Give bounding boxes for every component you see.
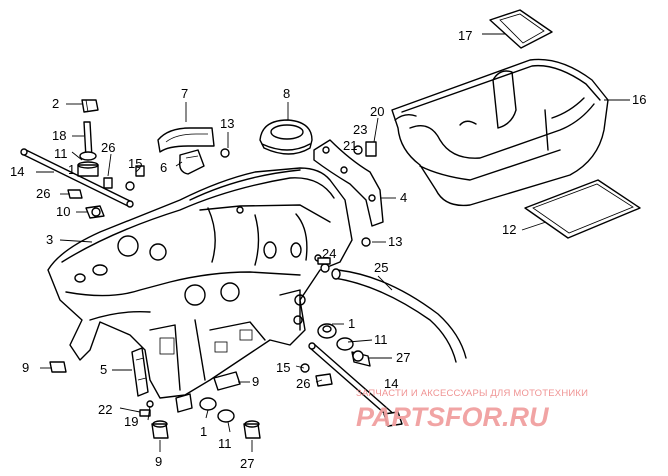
callout-26: 26 xyxy=(296,376,310,391)
callout-9: 9 xyxy=(252,374,259,389)
callout-17: 17 xyxy=(458,28,472,43)
part-14-rod-lower xyxy=(308,342,403,427)
callout-11: 11 xyxy=(374,332,388,347)
callout-8: 8 xyxy=(283,86,290,101)
callout-1: 1 xyxy=(348,316,355,331)
leader-lines xyxy=(36,33,630,452)
part-14-rod-upper xyxy=(20,148,134,208)
bottom-damper-group xyxy=(199,397,261,439)
part-18-pin-stack xyxy=(77,121,99,177)
lower-fasteners-15-26 xyxy=(300,363,333,387)
callout-numbers: 17 16 12 2 7 8 13 20 23 21 18 26 11 1 15… xyxy=(10,28,646,471)
part-12-sheet xyxy=(524,179,641,239)
part-25-hose xyxy=(331,268,467,363)
part-5-plate xyxy=(131,347,149,397)
callout-26: 26 xyxy=(36,186,50,201)
callout-26: 26 xyxy=(101,140,115,155)
part-9-bushings xyxy=(49,361,241,439)
callout-14: 14 xyxy=(384,376,398,391)
callout-24: 24 xyxy=(322,246,336,261)
callout-15: 15 xyxy=(128,156,142,171)
part-3-frame xyxy=(47,167,353,399)
callout-6: 6 xyxy=(160,160,167,175)
callout-27: 27 xyxy=(396,350,410,365)
lower-right-damper-group xyxy=(317,323,371,367)
callout-22: 22 xyxy=(98,402,112,417)
callout-11: 11 xyxy=(218,436,232,451)
callout-25: 25 xyxy=(374,260,388,275)
callout-9: 9 xyxy=(22,360,29,375)
callout-13: 13 xyxy=(220,116,234,131)
part-7-strap xyxy=(157,127,215,153)
callout-15: 15 xyxy=(276,360,290,375)
callout-23: 23 xyxy=(353,122,367,137)
part-17-pad xyxy=(489,9,553,49)
watermark-tagline: ЗАПЧАСТИ И АКСЕССУАРЫ ДЛЯ МОТОТЕХНИКИ xyxy=(356,388,588,399)
callout-10: 10 xyxy=(56,204,70,219)
callout-21: 21 xyxy=(343,138,357,153)
watermark: ЗАПЧАСТИ И АКСЕССУАРЫ ДЛЯ МОТОТЕХНИКИ PA… xyxy=(356,388,588,432)
part-16-tray xyxy=(391,58,609,207)
callout-2: 2 xyxy=(52,96,59,111)
small-fasteners-right xyxy=(317,141,377,273)
callout-11: 11 xyxy=(54,146,68,161)
callout-7: 7 xyxy=(181,86,188,101)
callout-18: 18 xyxy=(52,128,66,143)
callout-1: 1 xyxy=(68,162,75,177)
callout-3: 3 xyxy=(46,232,53,247)
callout-1: 1 xyxy=(200,424,207,439)
callout-16: 16 xyxy=(632,92,646,107)
part-6-bracket xyxy=(178,149,205,175)
part-2-nut xyxy=(81,99,99,113)
callout-19: 19 xyxy=(124,414,138,429)
callout-27: 27 xyxy=(240,456,254,471)
callout-13: 13 xyxy=(388,234,402,249)
part-8-cap xyxy=(259,119,313,155)
small-fasteners-upper xyxy=(67,148,230,219)
callout-12: 12 xyxy=(502,222,516,237)
callout-4: 4 xyxy=(400,190,407,205)
callout-9: 9 xyxy=(155,454,162,469)
callout-5: 5 xyxy=(100,362,107,377)
part-4-bracket xyxy=(313,139,384,227)
callout-20: 20 xyxy=(370,104,384,119)
callout-14: 14 xyxy=(10,164,24,179)
watermark-logo: PARTSFOR.RU xyxy=(356,402,550,432)
